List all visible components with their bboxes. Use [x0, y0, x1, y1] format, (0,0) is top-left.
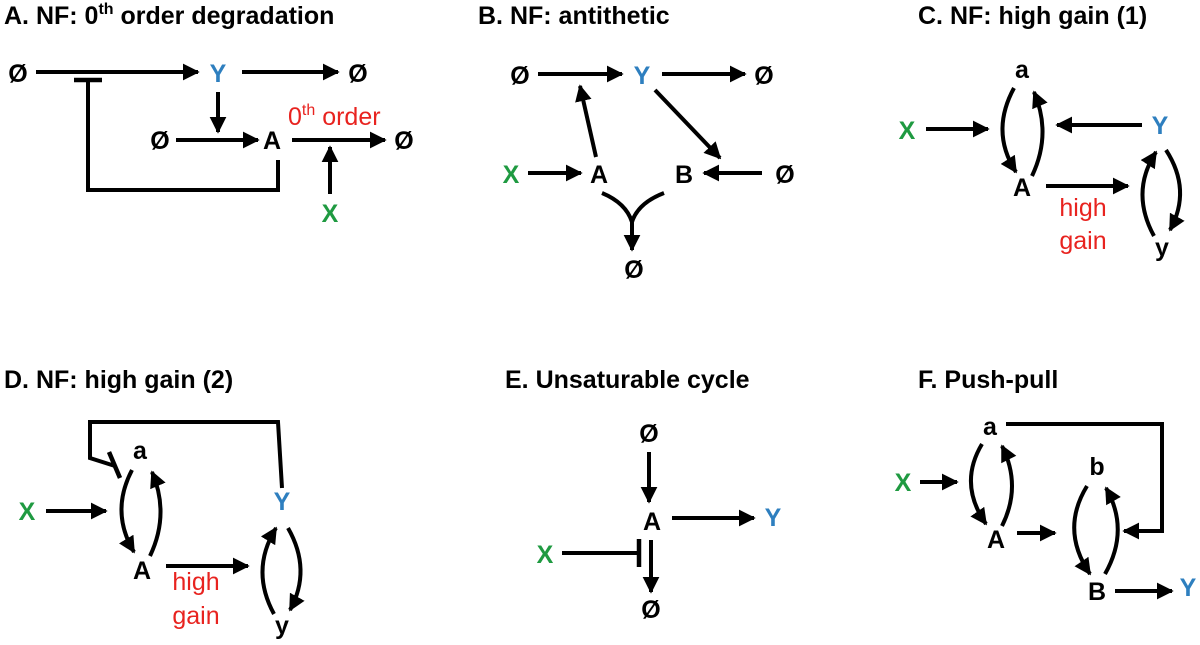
panel-a-node-x: X	[322, 200, 339, 228]
panel-d-arrow-y-activation	[260, 526, 278, 615]
panel-e-node-x: X	[537, 541, 554, 569]
panel-a-null-source: Ø	[8, 60, 27, 88]
panel-d-node-y: Y	[274, 488, 291, 516]
panel-c-high-label: high	[1059, 194, 1106, 222]
panel-b-node-b: B	[675, 161, 693, 189]
panel-d-title: D. NF: high gain (2)	[4, 366, 233, 394]
panel-f-arrow-B-to-b	[1103, 486, 1121, 575]
panel-f-arrow-b-to-B	[1072, 484, 1092, 576]
panel-d-gain-label: gain	[172, 602, 219, 630]
panel-f-node-a-active: a	[983, 413, 998, 441]
panel-b-title: B. NF: antithetic	[478, 2, 670, 30]
panel-c-node-y: Y	[1152, 112, 1169, 140]
panel-b-null-sink: Ø	[754, 62, 773, 90]
panel-f-node-b: B	[1088, 578, 1106, 606]
panel-b-null-source: Ø	[510, 62, 529, 90]
panel-a-title: A. NF: 0th order degradation	[4, 1, 334, 30]
panel-e-null-sink: Ø	[641, 596, 660, 624]
panel-f-arrow-a-catalyzes	[1006, 422, 1164, 540]
panel-f-node-a: A	[987, 526, 1005, 554]
panel-d-node-a-active: a	[133, 437, 148, 465]
panel-b-annihilation-branch-a	[601, 191, 634, 223]
panel-c-node-y-inactive: y	[1155, 234, 1169, 262]
panel-f: F. Push-pull a X b A B Y	[895, 366, 1197, 606]
panel-a-zeroth-order-label: 0th order	[288, 102, 381, 131]
panel-d: D. NF: high gain (2) a X Y A y high gain	[4, 366, 305, 640]
panel-b: B. NF: antithetic Ø Y Ø X A B Ø Ø	[478, 2, 795, 284]
panel-c-node-a: A	[1013, 174, 1031, 202]
panel-c-gain-label: gain	[1059, 227, 1106, 255]
panel-b-arrow-y-produces-b	[653, 88, 722, 160]
panel-c-arrow-y-activation	[1140, 150, 1158, 237]
panel-b-annihilation-branch-b	[630, 191, 665, 223]
panel-b-null-annihilation: Ø	[624, 256, 643, 284]
panel-f-node-x: X	[895, 469, 912, 497]
panel-f-arrow-a-to-A	[969, 442, 988, 526]
panel-c-arrow-y-deactivation	[1164, 148, 1185, 232]
panel-f-title: F. Push-pull	[918, 366, 1058, 394]
panel-d-node-y-inactive: y	[275, 612, 289, 640]
panel-d-high-label: high	[172, 568, 219, 596]
panel-b-arrow-a-produces-y	[575, 84, 598, 158]
panel-d-arrow-y-deactivation	[286, 527, 305, 612]
panel-c-node-x: X	[899, 117, 916, 145]
panel-b-node-x: X	[503, 161, 520, 189]
panel-d-node-x: X	[19, 498, 36, 526]
panel-d-node-a: A	[133, 557, 151, 585]
panel-d-inhibition-bar	[106, 451, 123, 479]
panel-f-node-b-active: b	[1089, 453, 1104, 481]
panel-c-title: C. NF: high gain (1)	[918, 2, 1147, 30]
panel-c-node-a-active: a	[1015, 56, 1030, 84]
panel-c-arrow-a-to-A	[1000, 87, 1018, 174]
panel-e-title: E. Unsaturable cycle	[505, 366, 750, 394]
panel-d-arrow-A-to-a	[148, 470, 166, 557]
panel-a-node-a: A	[263, 127, 281, 155]
panel-e-node-a: A	[643, 508, 661, 536]
panel-f-arrow-A-to-a	[1000, 444, 1017, 527]
panel-e: E. Unsaturable cycle Ø A Y X Ø	[505, 366, 782, 624]
panel-d-inhibition-path	[88, 420, 284, 489]
panel-a-null-sink: Ø	[348, 60, 367, 88]
panel-e-node-y: Y	[765, 504, 782, 532]
panel-a-null-a-source: Ø	[150, 127, 169, 155]
panel-d-arrow-a-to-A	[119, 469, 136, 554]
panel-e-null-source: Ø	[639, 420, 658, 448]
panel-b-node-a: A	[590, 161, 608, 189]
panel-a-inhibition-path	[86, 80, 280, 192]
panel-b-null-b-source: Ø	[775, 161, 794, 189]
panel-a-null-a-sink: Ø	[394, 127, 413, 155]
panel-c: C. NF: high gain (1) a X Y A y high gain	[899, 2, 1185, 262]
panel-a: A. NF: 0th order degradation Ø Y Ø Ø A Ø…	[4, 1, 414, 228]
panel-c-arrow-A-to-a	[1030, 90, 1048, 177]
panel-a-node-y: Y	[210, 60, 227, 88]
panel-b-node-y: Y	[634, 62, 651, 90]
panel-f-node-y: Y	[1180, 574, 1197, 602]
